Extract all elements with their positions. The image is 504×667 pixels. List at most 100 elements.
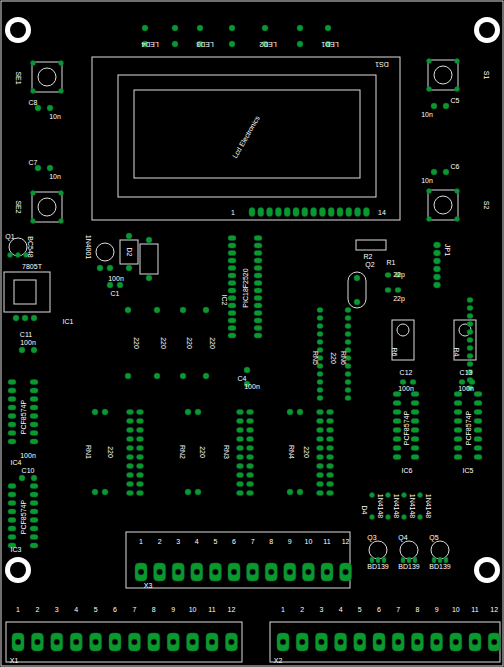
pad: [393, 410, 401, 415]
pad: [172, 25, 178, 31]
pad: [284, 208, 290, 217]
pad: [434, 250, 441, 256]
pad: [345, 372, 351, 377]
pin-number: 9: [171, 606, 175, 613]
pad: [474, 446, 482, 451]
pin-number: 11: [471, 606, 478, 613]
pad: [30, 492, 38, 497]
terminal-hole: [157, 569, 163, 575]
pad: [434, 266, 441, 272]
silkscreen-label: S2: [483, 201, 490, 210]
pad: [125, 373, 131, 379]
pad: [355, 208, 361, 217]
silkscreen-label: 14: [378, 209, 386, 216]
pad: [30, 518, 38, 523]
diode-outline: [140, 244, 158, 274]
pad: [393, 428, 401, 433]
pad: [247, 428, 254, 433]
silkscreen-label: RN2: [179, 445, 186, 459]
terminal-hole: [376, 639, 382, 645]
silkscreen-label: RN6: [340, 351, 347, 365]
pin-number: 8: [269, 538, 273, 545]
pad: [237, 428, 244, 433]
terminal-hole: [73, 639, 79, 645]
silkscreen-label: SE2: [15, 200, 22, 213]
pad: [8, 397, 16, 402]
terminal-pad: [277, 633, 289, 651]
pad: [393, 446, 401, 451]
pad: [228, 333, 236, 338]
terminal-pad: [354, 633, 366, 651]
pad: [370, 515, 375, 520]
pad: [411, 437, 419, 442]
pad: [237, 437, 244, 442]
terminal-hole: [299, 639, 305, 645]
silkscreen-label: D2: [126, 248, 133, 257]
ic-body: PCF8574P: [6, 392, 40, 442]
terminal-pad: [167, 633, 179, 651]
pad: [16, 253, 21, 258]
silkscreen-label: JP1: [444, 244, 451, 256]
pad: [411, 410, 419, 415]
pin-number: 7: [251, 538, 255, 545]
pin-number: 9: [435, 606, 439, 613]
pad: [59, 89, 64, 94]
pad: [8, 509, 16, 514]
pad: [229, 41, 235, 47]
terminal-hole: [338, 639, 344, 645]
pad: [137, 428, 144, 433]
pad: [393, 401, 401, 406]
pin-number: 12: [342, 538, 350, 545]
pad: [137, 473, 144, 478]
pad: [8, 518, 16, 523]
switch-button: [38, 198, 56, 216]
pad: [254, 288, 262, 293]
pad: [317, 388, 323, 393]
terminal-hole: [190, 639, 196, 645]
pad: [137, 464, 144, 469]
pad: [92, 489, 98, 495]
pad: [467, 306, 473, 311]
ic-part-number: PCF8574P: [403, 411, 410, 445]
terminal-pad: [109, 633, 121, 651]
pad: [411, 455, 419, 460]
pad: [327, 491, 334, 496]
pad: [254, 296, 262, 301]
silkscreen-label: Lcd Electronics: [231, 115, 261, 160]
pad: [467, 330, 473, 335]
pad: [431, 103, 437, 109]
pad: [287, 409, 293, 415]
pad: [127, 428, 134, 433]
terminal-housing: [126, 532, 350, 588]
terminal-pad: [90, 633, 102, 651]
pad: [431, 169, 437, 175]
pin-number: 10: [452, 606, 460, 613]
terminal-hole: [414, 639, 420, 645]
regulator-outline: [4, 272, 50, 312]
pad: [254, 318, 262, 323]
pad: [254, 236, 262, 241]
pad: [107, 282, 113, 288]
pad: [454, 392, 462, 397]
pad: [401, 557, 405, 563]
terminal-pad: [70, 633, 82, 651]
pad: [237, 464, 244, 469]
terminal-hole: [93, 639, 99, 645]
silkscreen-label: DS1: [375, 61, 389, 68]
pad: [237, 419, 244, 424]
pad: [154, 307, 160, 313]
pad: [8, 431, 16, 436]
pad: [97, 265, 103, 271]
pad: [327, 437, 334, 442]
silkscreen-label: C11: [20, 331, 32, 338]
silkscreen-label: 100n: [398, 385, 414, 392]
pad: [262, 25, 268, 31]
silkscreen-label: LED4: [141, 41, 159, 48]
pin-number: 8: [152, 606, 156, 613]
pad: [454, 446, 462, 451]
pad: [244, 367, 250, 373]
pad: [30, 501, 38, 506]
pad: [385, 273, 391, 278]
pad: [127, 491, 134, 496]
pad: [297, 409, 303, 415]
